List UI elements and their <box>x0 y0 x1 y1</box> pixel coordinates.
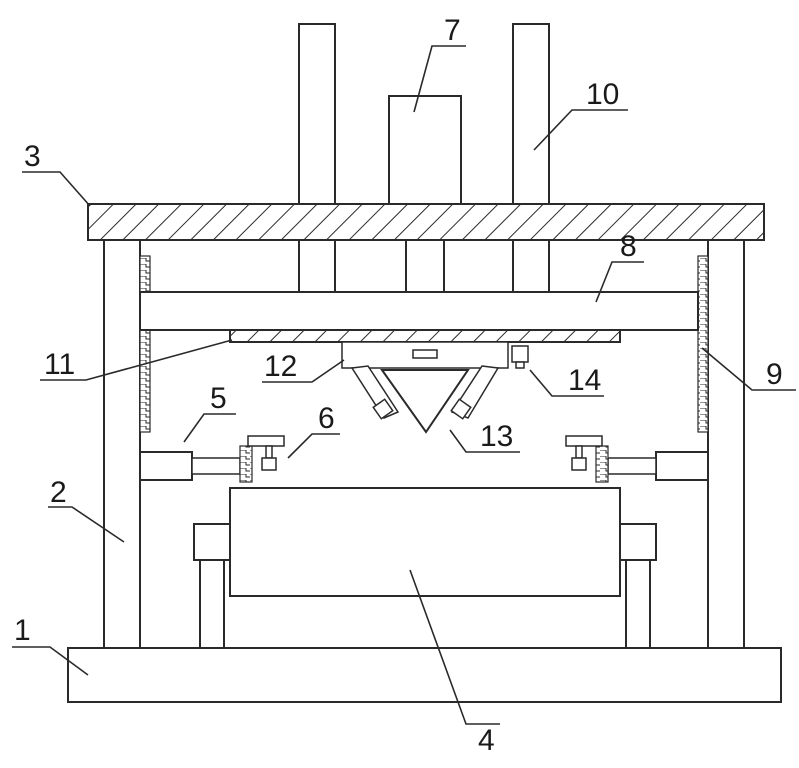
top-plate <box>88 204 764 240</box>
left-push-cylinder <box>140 452 192 480</box>
left-clamp-screw <box>266 446 272 458</box>
left-table-bracket <box>194 524 230 560</box>
right-table-bracket <box>620 524 656 560</box>
callout-5: 5 <box>210 382 227 415</box>
left-guide-rod <box>299 24 335 292</box>
right-clamp-arm <box>566 436 602 446</box>
left-push-rod <box>192 458 240 474</box>
callout-12: 12 <box>264 350 297 383</box>
block-slot <box>413 350 437 358</box>
left-column <box>104 238 140 648</box>
left-clamp-knob <box>262 458 276 470</box>
left-clamp-plate <box>240 446 252 482</box>
right-push-cylinder <box>656 452 708 480</box>
base-plate <box>68 648 781 702</box>
leader-3 <box>22 172 90 206</box>
callout-10: 10 <box>586 78 619 111</box>
callout-4: 4 <box>478 724 495 757</box>
right-clamp-screw <box>576 446 582 458</box>
right-guide-rod <box>513 24 549 292</box>
callout-2: 2 <box>50 476 67 509</box>
callout-7: 7 <box>444 14 461 47</box>
worktable <box>230 488 620 596</box>
sensor <box>512 346 528 362</box>
callout-8: 8 <box>620 230 637 263</box>
right-column <box>708 238 744 648</box>
left-table-leg <box>200 560 224 648</box>
callout-14: 14 <box>568 364 601 397</box>
cylinder-body <box>389 96 461 204</box>
pressing-plate <box>230 330 620 342</box>
right-push-rod <box>608 458 656 474</box>
leader-5 <box>184 414 236 442</box>
callout-9: 9 <box>766 358 783 391</box>
callout-13: 13 <box>480 420 513 453</box>
v-bending-die <box>382 370 468 432</box>
right-clamp-plate <box>596 446 608 482</box>
sensor-tip <box>516 362 524 368</box>
lifting-beam <box>140 292 698 330</box>
right-clamp-knob <box>572 458 586 470</box>
left-rack <box>140 256 150 432</box>
callout-1: 1 <box>14 614 31 647</box>
callout-11: 11 <box>44 348 75 381</box>
leader-6 <box>288 434 340 458</box>
right-rack <box>698 256 708 432</box>
left-clamp-arm <box>248 436 284 446</box>
right-table-leg <box>626 560 650 648</box>
callout-3: 3 <box>24 140 41 173</box>
callout-6: 6 <box>318 402 335 435</box>
